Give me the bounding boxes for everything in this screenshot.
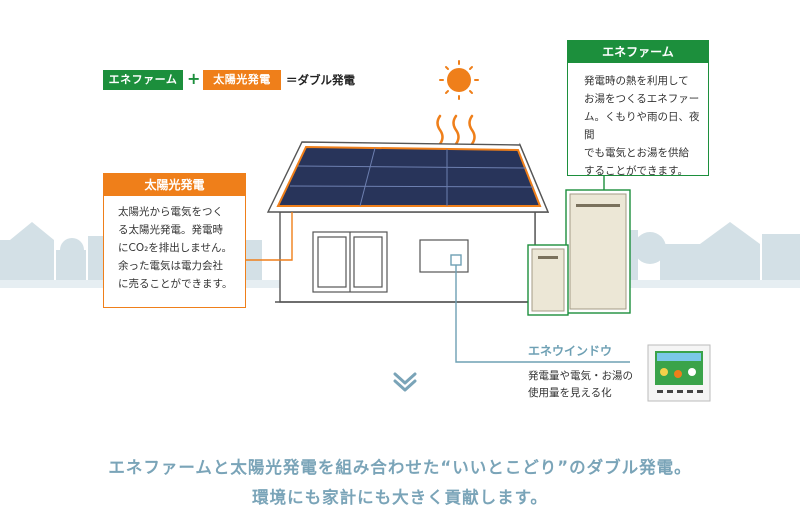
enewindow-monitor — [647, 344, 711, 402]
legend-enefarm: エネファーム — [103, 70, 183, 90]
chevron-down-icon — [393, 372, 417, 392]
legend-plus: + — [187, 69, 201, 88]
enefarm-title: エネファーム — [568, 41, 708, 63]
sun-icon — [439, 60, 479, 100]
heat-wave-icon — [436, 114, 476, 146]
enefarm-callout: エネファーム 発電時の熱を利用して お湯をつくるエネファー ム。くもりや雨の日、… — [567, 40, 709, 177]
solar-panel-title: 太陽光発電 — [104, 174, 245, 196]
legend-result: ＝ダブル発電 — [286, 73, 355, 87]
enewindow-title: エネウインドウ — [528, 344, 613, 358]
enewindow-text: 発電量や電気・お湯の 使用量を見える化 — [528, 370, 633, 399]
house-window — [312, 231, 469, 293]
caption-line-1: エネファームと太陽光発電を組み合わせた“いいとこどり”のダブル発電。 — [108, 458, 692, 477]
connector-lines — [246, 176, 630, 363]
solar-panel-text: 太陽光から電気をつく る太陽光発電。発電時 にCO₂を排出しません。 余った電気… — [118, 206, 233, 290]
caption-line-2: 環境にも家計にも大きく貢献します。 — [252, 488, 548, 507]
solar-panel-callout: 太陽光発電 太陽光から電気をつく る太陽光発電。発電時 にCO₂を排出しません。… — [103, 173, 246, 308]
legend-solar: 太陽光発電 — [203, 70, 281, 90]
enefarm-text: 発電時の熱を利用して お湯をつくるエネファー ム。くもりや雨の日、夜間 でも電気… — [584, 75, 700, 177]
solar-panel-array — [276, 145, 542, 207]
enefarm-unit — [527, 189, 631, 316]
